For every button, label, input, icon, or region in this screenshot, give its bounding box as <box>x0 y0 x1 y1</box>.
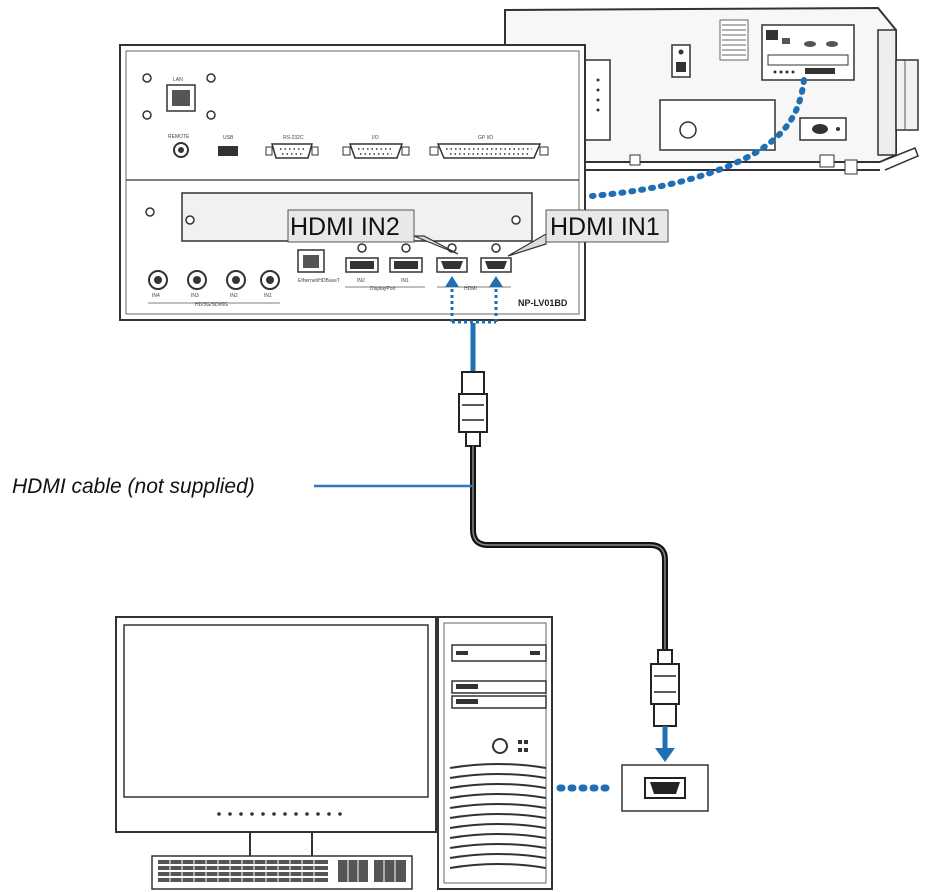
board-model-label: NP-LV01BD <box>518 298 568 308</box>
keyboard <box>151 855 413 890</box>
rs232c-label: RS-232C <box>283 135 304 141</box>
displayport-label: DisplayPort <box>370 286 396 292</box>
cable-label: HDMI cable (not supplied) <box>12 475 255 498</box>
lan-port: LAN <box>166 77 196 112</box>
sdi-in4-label: IN4 <box>152 293 160 299</box>
option-board: LAN REMOTE USB RS-232C I/ <box>119 44 586 321</box>
gpio-port: GP I/O <box>429 135 549 159</box>
callout-hdmi-in1: HDMI IN1 <box>507 209 669 257</box>
hdmi-plug-bottom <box>650 649 680 727</box>
usb-label: USB <box>223 135 234 141</box>
displayport-ports: IN2 IN1 DisplayPort <box>345 243 425 292</box>
hdmi-group-label: HDMI <box>464 286 477 292</box>
dp-in2-label: IN2 <box>357 278 365 284</box>
hdmi-ports: HDMI <box>436 243 512 292</box>
projector-option-slot <box>761 24 855 81</box>
pc-tower <box>437 616 553 890</box>
sdi-group-label: HD/3G/SDI/6G <box>195 302 228 308</box>
hdbaset-label: Ethernet/HDBaseT <box>298 278 340 284</box>
down-arrow-icon <box>655 748 675 762</box>
power-button-icon <box>492 738 508 754</box>
sdi-in3-label: IN3 <box>191 293 199 299</box>
lan-label: LAN <box>173 77 183 83</box>
hdmi-in2-callout-text: HDMI IN2 <box>290 213 400 241</box>
remote-label: REMOTE <box>168 134 190 140</box>
port-choice-arrows <box>445 276 503 324</box>
rs232c-port: RS-232C <box>265 135 319 159</box>
dp-in1-label: IN1 <box>401 278 409 284</box>
pc-hdmi-output <box>621 764 709 812</box>
board-install-dotted-path <box>589 77 807 199</box>
projector-vent <box>719 19 749 61</box>
io-port: I/O <box>342 135 410 159</box>
sdi-ports: IN4 IN3 IN2 IN1 HD/3G/SDI/6G <box>148 270 280 308</box>
hdmi-in1-callout-text: HDMI IN1 <box>550 213 660 241</box>
usb-port: USB <box>218 135 238 156</box>
gpio-label: GP I/O <box>478 135 493 141</box>
io-label: I/O <box>372 135 379 141</box>
projector-unit <box>504 6 919 175</box>
pc-monitor <box>115 616 437 858</box>
callout-hdmi-in2: HDMI IN2 <box>287 209 459 255</box>
remote-jack: REMOTE <box>168 134 190 158</box>
hdmi-plug-top <box>458 371 488 447</box>
sdi-in1-label: IN1 <box>264 293 272 299</box>
sdi-in2-label: IN2 <box>230 293 238 299</box>
hdbaset-port: Ethernet/HDBaseT <box>297 249 340 284</box>
